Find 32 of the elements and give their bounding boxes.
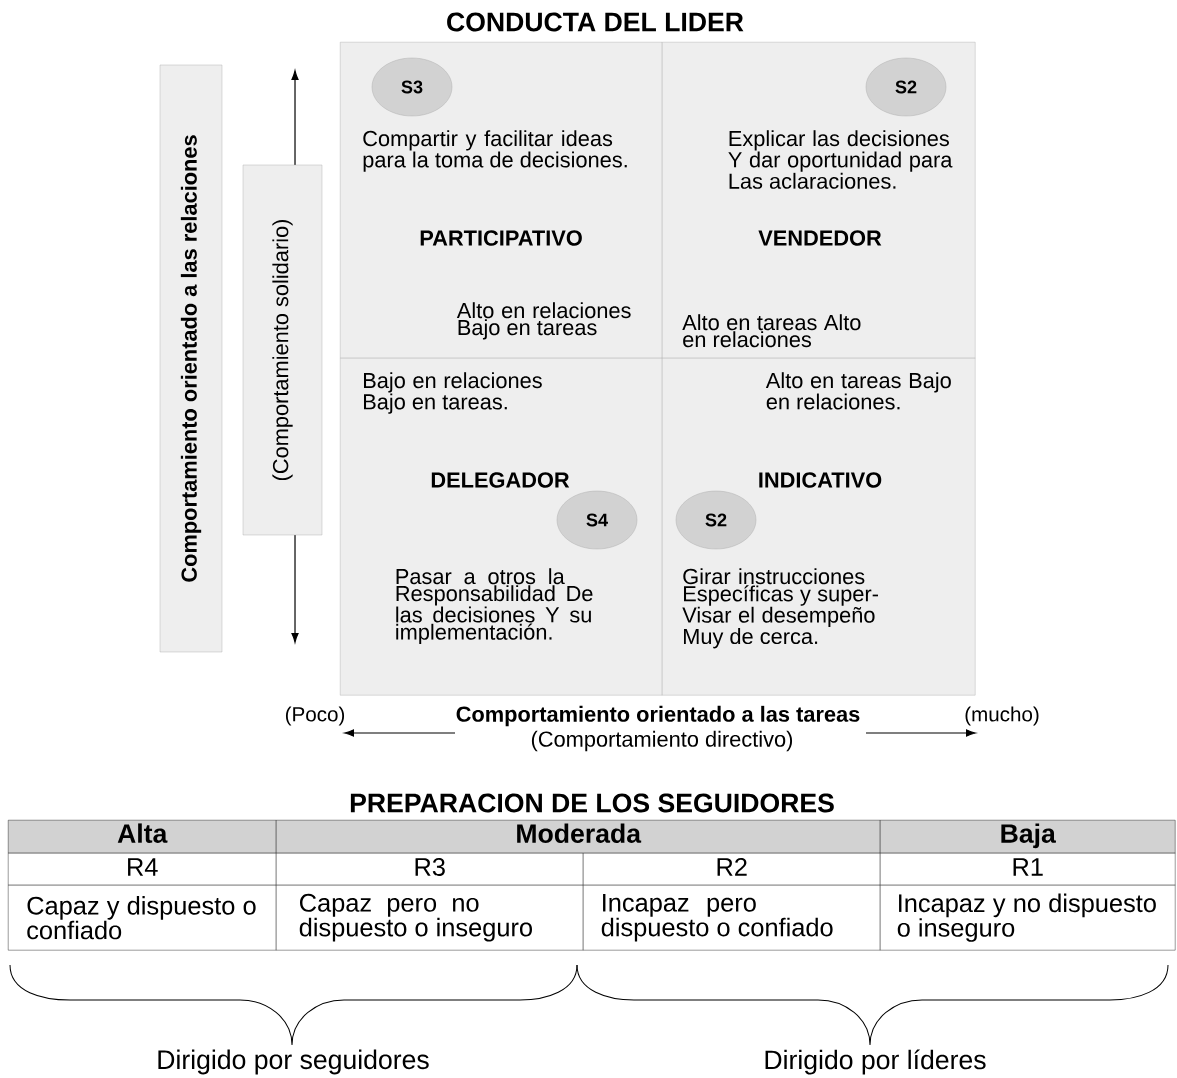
level-text: Alto en relaciones Bajo en tareas bbox=[456, 302, 631, 340]
quadrant-panel bbox=[340, 358, 663, 696]
axis-label: (mucho) bbox=[965, 706, 1039, 726]
table-header-cell: Alta bbox=[8, 820, 277, 854]
diagram-title: CONDUCTA DEL LIDER bbox=[447, 12, 744, 32]
description-text: Pasar a otros la Responsabilidad De las decisiones Y su implementación. bbox=[396, 568, 593, 645]
level-text: Bajo en relaciones Bajo en tareas. bbox=[364, 372, 542, 414]
table-cell: R3 bbox=[276, 853, 584, 886]
table-title: PREPARACION DE LOS SEGUIDORES bbox=[350, 793, 834, 813]
quadrant-panel bbox=[340, 42, 663, 359]
style-label: VENDEDOR bbox=[758, 230, 882, 246]
level-text: Alto en tareas Alto en relaciones bbox=[682, 314, 861, 348]
axis-title: Comportamiento orientado a las tareas bbox=[456, 705, 860, 727]
brace-label: Dirigido por líderes bbox=[765, 1049, 986, 1075]
axis-subtitle: (Comportamiento directivo) bbox=[531, 730, 793, 752]
table-cell: R1 bbox=[880, 853, 1176, 886]
style-label: PARTICIPATIVO bbox=[420, 230, 582, 246]
axis-bar: (Comportamiento solidario) bbox=[242, 164, 323, 536]
style-label: INDICATIVO bbox=[759, 472, 882, 488]
description-text: Girar instrucciones Específicas y super- Visar el desempeño Muy de cerca. bbox=[682, 568, 878, 649]
brace-label: Dirigido por seguidores bbox=[158, 1049, 429, 1075]
axis-bar: Comportamiento orientado a las relaciones bbox=[159, 64, 223, 653]
table-cell: R4 bbox=[8, 853, 277, 886]
quadrant-panel bbox=[662, 358, 976, 696]
table-cell: R2 bbox=[583, 853, 881, 886]
table-header-cell: Baja bbox=[880, 820, 1176, 854]
quadrant-panel bbox=[662, 42, 976, 359]
style-label: DELEGADOR bbox=[431, 472, 570, 488]
level-text: Alto en tareas Bajo en relaciones. bbox=[765, 372, 951, 410]
description-text: Explicar las decisiones Y dar oportunidad para Las aclaraciones. bbox=[728, 130, 953, 189]
description-text: Compartir y facilitar ideas para la toma de decisiones. bbox=[363, 130, 627, 172]
axis-label: (Poco) bbox=[285, 706, 345, 726]
